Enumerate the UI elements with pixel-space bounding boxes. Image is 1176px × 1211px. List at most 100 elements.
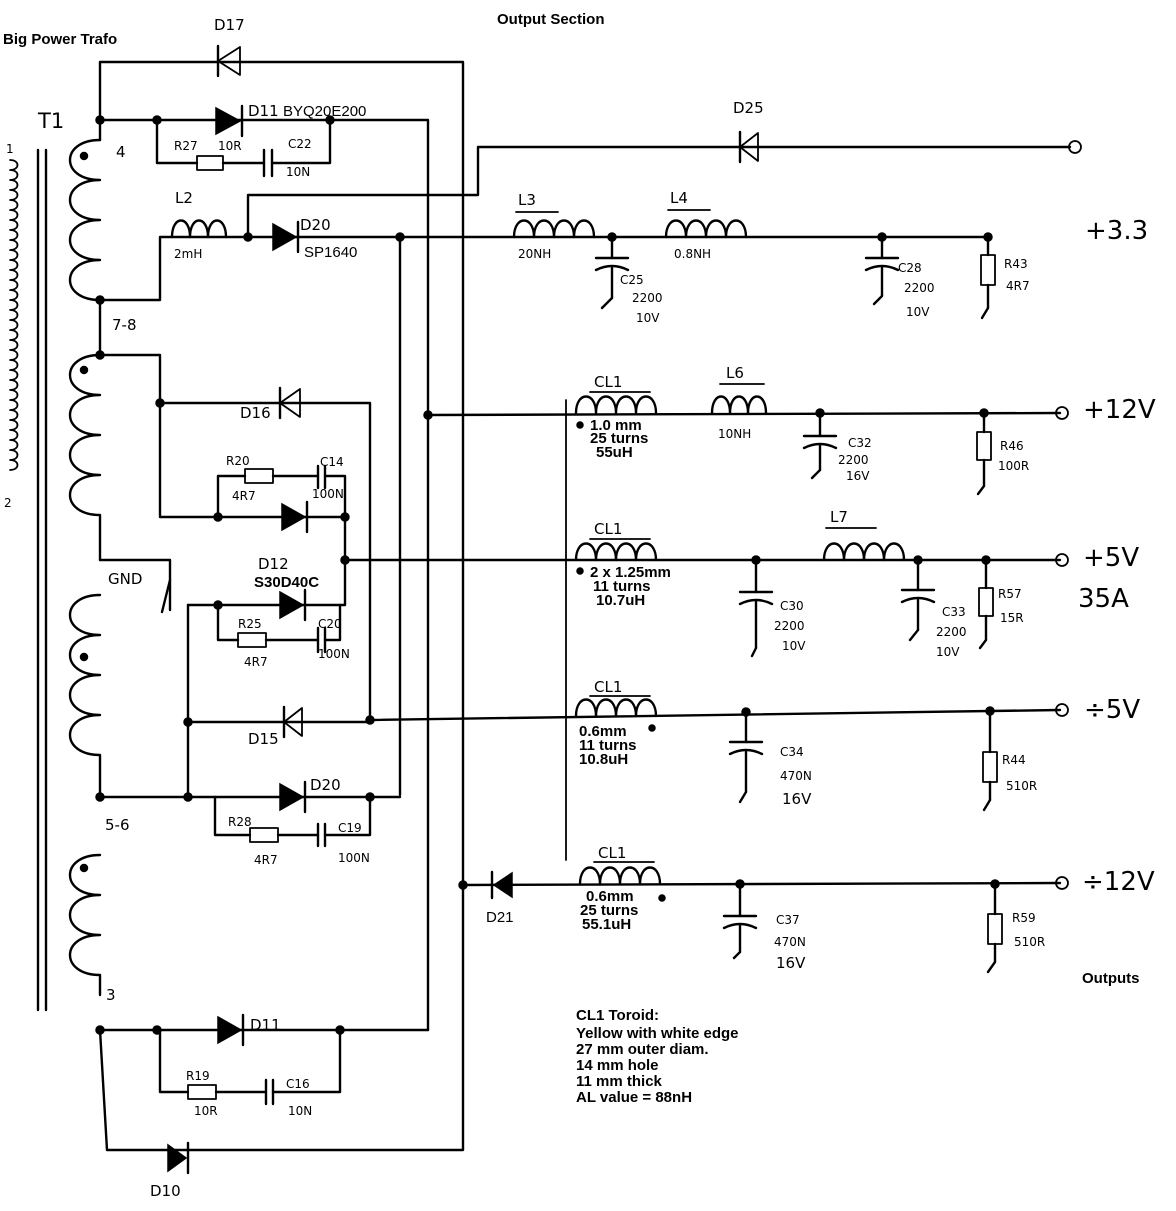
junction — [95, 295, 105, 305]
tap-3: 3 — [106, 986, 116, 1004]
secondary-winding-gnd — [69, 593, 102, 802]
rail-12-wire — [426, 411, 1062, 417]
inductor-l7 — [822, 542, 906, 562]
l2-value: 2mH — [174, 247, 202, 261]
rail-5-wire — [343, 513, 1062, 562]
cl1-12-label: CL1 — [594, 373, 622, 391]
toroid-note-line-3: 27 mm outer diam. — [576, 1041, 709, 1058]
cl1-m5-spec-2: 11 turns — [579, 737, 637, 754]
r19-label: R19 — [186, 1069, 210, 1083]
l6-label: L6 — [726, 364, 744, 382]
rail-m5-label: ÷5V — [1084, 695, 1140, 725]
resistor-r57: R57 15R — [978, 555, 1024, 650]
l3-label: L3 — [518, 191, 536, 209]
c19-value: 100N — [338, 851, 370, 865]
d11-top-part: BYQ20E200 — [283, 103, 366, 120]
diode-d10: D10 — [150, 1141, 190, 1200]
c28-voltage: 10V — [906, 305, 930, 319]
c34-label: C34 — [780, 745, 804, 759]
rail-5-label: +5V — [1083, 543, 1139, 573]
c25-label: C25 — [620, 273, 644, 287]
tap-4: 4 — [116, 143, 126, 161]
d12-part: S30D40C — [254, 574, 319, 591]
secondary-winding-bot — [69, 853, 102, 997]
title-outputs: Outputs — [1082, 970, 1140, 987]
cl1-5-spec-2: 11 turns — [593, 578, 651, 595]
d21-label: D21 — [486, 909, 514, 926]
cl1-m12-label: CL1 — [598, 844, 626, 862]
d11-bot-label: D11 — [250, 1016, 281, 1034]
c14-label: C14 — [320, 455, 344, 469]
rail-m12-wire — [461, 881, 1062, 887]
inductor-l6 — [710, 395, 768, 415]
r57-label: R57 — [998, 587, 1022, 601]
c25-voltage: 10V — [636, 311, 660, 325]
capacitor-c25: C25 2200 10V — [594, 232, 663, 325]
winding-dot — [79, 151, 89, 161]
resistor-r43: R43 4R7 — [980, 232, 1030, 320]
r59-value: 510R — [1014, 935, 1045, 949]
c32-label: C32 — [848, 436, 872, 450]
d17-label: D17 — [214, 16, 245, 34]
rail-m12-label: ÷12V — [1082, 867, 1155, 897]
d15-label: D15 — [248, 730, 279, 748]
primary-winding — [9, 159, 19, 471]
capacitor-c32: C32 2200 16V — [802, 408, 872, 483]
winding-dot — [79, 652, 89, 662]
d11-bus — [98, 118, 430, 1032]
l4-label: L4 — [670, 189, 688, 207]
winding-dot — [79, 365, 89, 375]
r25-label: R25 — [238, 617, 262, 631]
l7-label: L7 — [830, 508, 848, 526]
r43-value: 4R7 — [1006, 279, 1030, 293]
snubber-r27-c22: R27 10R C22 10N — [155, 115, 335, 179]
l2-label: L2 — [175, 189, 193, 207]
c28-label: C28 — [898, 261, 922, 275]
inductor-cl1-m5 — [574, 698, 658, 718]
cl1-5-spec-3: 10.7uH — [596, 592, 645, 609]
resistor-r59: R59 510R — [986, 879, 1045, 974]
c22-value: 10N — [286, 165, 310, 179]
rail-5-current: 35A — [1078, 584, 1129, 614]
outer-bus — [98, 60, 465, 1152]
r19-value: 10R — [194, 1104, 218, 1118]
junction — [95, 792, 105, 802]
capacitor-c30: C30 2200 10V — [738, 555, 806, 658]
junction — [95, 115, 105, 125]
cl1-m5-spec-3: 10.8uH — [579, 751, 628, 768]
inductor-cl1-5 — [574, 542, 658, 562]
inductor-cl1-m12 — [578, 866, 662, 886]
d16-label: D16 — [240, 404, 271, 422]
toroid-note-line-6: AL value = 88nH — [576, 1089, 692, 1106]
t1-label: T1 — [37, 109, 64, 133]
toroid-note-line-2: Yellow with white edge — [576, 1025, 739, 1042]
snubber-r28-c19: R28 4R7 C19 100N — [213, 795, 372, 867]
d12-wire — [186, 558, 347, 607]
transformer-t1: T1 1 2 4 7-8 GND 5-6 3 — [4, 109, 142, 1012]
d11-top-label: D11 — [248, 102, 279, 120]
resistor-r27 — [196, 155, 224, 171]
resistor-r28 — [249, 827, 279, 843]
cl1-5-spec-1: 2 x 1.25mm — [590, 564, 671, 581]
r20-value: 4R7 — [232, 489, 256, 503]
cl1-5-label: CL1 — [594, 520, 622, 538]
capacitor-c37: C37 470N 16V — [722, 879, 806, 972]
junction — [423, 410, 433, 420]
cl1-12-spec-1: 1.0 mm — [590, 417, 642, 434]
c30-value: 2200 — [774, 619, 805, 633]
c22-label: C22 — [288, 137, 312, 151]
rail-33-section: L3 20NH L4 0.8NH C25 2200 10V C28 — [512, 189, 1148, 325]
inductor-cl1-12 — [574, 395, 658, 415]
primary-pin-1: 1 — [6, 142, 14, 156]
r59-label: R59 — [1012, 911, 1036, 925]
r43-label: R43 — [1004, 257, 1028, 271]
d12-label: D12 — [258, 555, 289, 573]
d20-mid-wire — [186, 603, 402, 799]
r25-value: 4R7 — [244, 655, 268, 669]
junction — [395, 232, 405, 242]
d10-label: D10 — [150, 1182, 181, 1200]
junction — [458, 880, 468, 890]
junction — [243, 232, 253, 242]
output-terminal-12v — [1055, 406, 1069, 420]
rail-5-section: CL1 2 x 1.25mm 11 turns 10.7uH L7 C30 22… — [574, 508, 1139, 659]
